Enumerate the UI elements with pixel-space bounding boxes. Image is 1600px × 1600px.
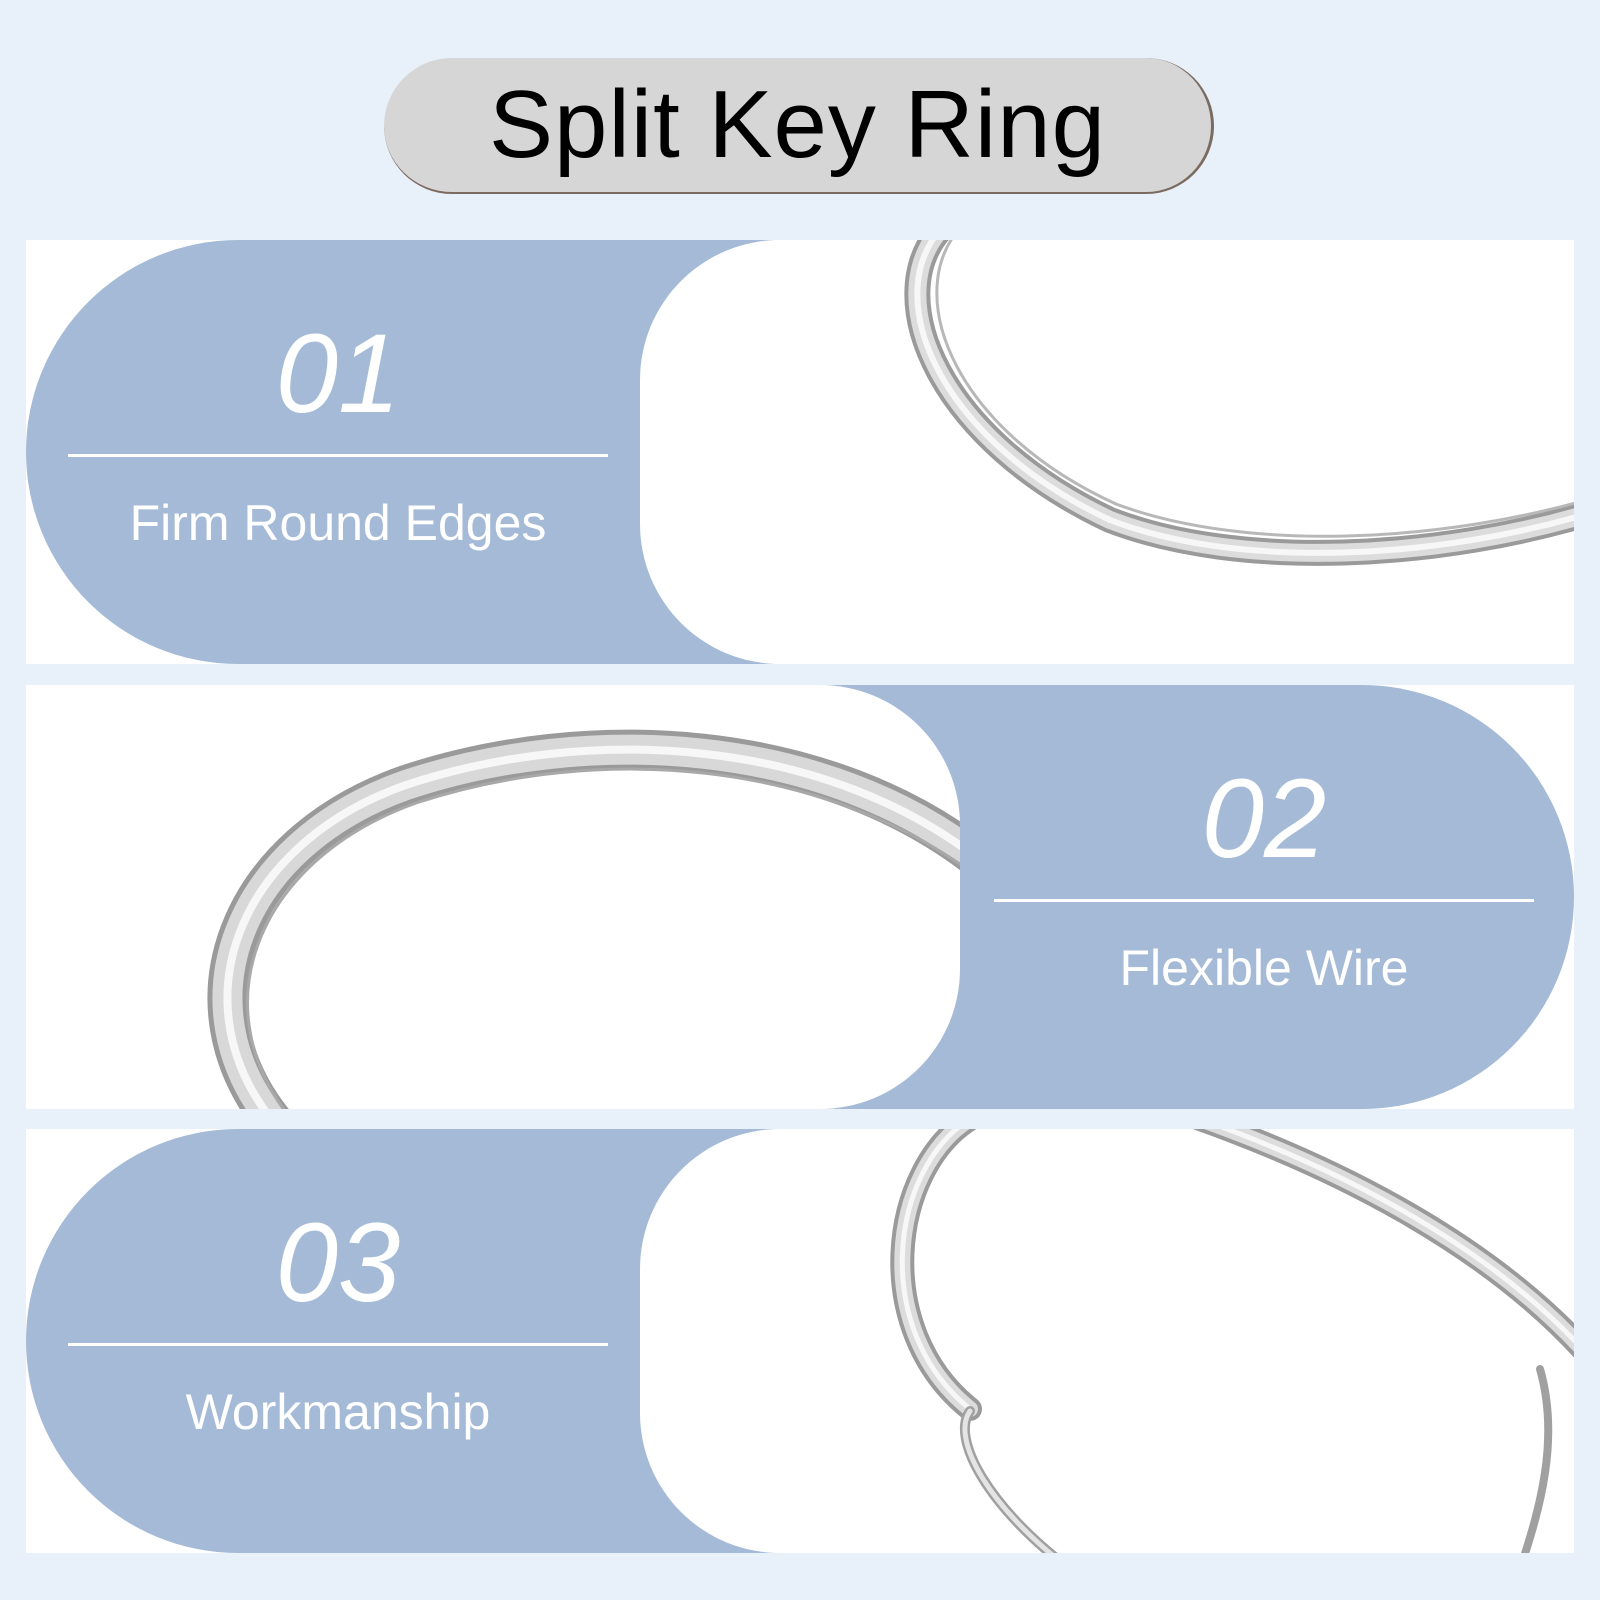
title-banner: Split Key Ring — [384, 58, 1214, 194]
ring-closeup-wire-image — [207, 729, 960, 1109]
feature-number-1: 01 — [275, 311, 401, 436]
feature-text-2: 02 Flexible Wire — [994, 685, 1534, 1109]
feature-divider-3 — [68, 1343, 608, 1346]
feature-number-3: 03 — [275, 1200, 401, 1325]
feature-text-3: 03 Workmanship — [68, 1129, 608, 1553]
ring-photo-3 — [640, 1129, 1574, 1553]
page-title: Split Key Ring — [489, 71, 1106, 178]
feature-divider-2 — [994, 899, 1534, 902]
ring-photo-2 — [26, 685, 960, 1109]
ring-closeup-edge-image — [904, 240, 1574, 566]
feature-divider-1 — [68, 454, 608, 457]
ring-closeup-split-image — [890, 1129, 1574, 1553]
feature-number-2: 02 — [1201, 756, 1327, 881]
feature-row-1: 01 Firm Round Edges — [26, 240, 1574, 664]
feature-label-1: Firm Round Edges — [129, 495, 547, 551]
feature-label-3: Workmanship — [185, 1384, 491, 1440]
feature-label-2: Flexible Wire — [1119, 940, 1409, 996]
feature-row-3: 03 Workmanship — [26, 1129, 1574, 1553]
ring-photo-1 — [640, 240, 1574, 664]
feature-text-1: 01 Firm Round Edges — [68, 240, 608, 664]
feature-row-2: 02 Flexible Wire — [26, 685, 1574, 1109]
